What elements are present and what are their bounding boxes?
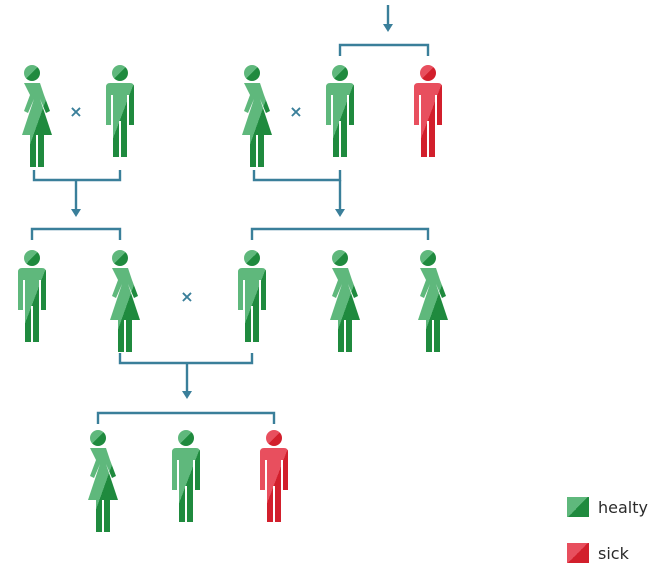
body <box>110 268 140 352</box>
body <box>414 83 442 157</box>
body <box>260 448 288 522</box>
gen2-person-3 <box>238 250 266 342</box>
head <box>420 250 436 266</box>
head <box>112 250 128 266</box>
body <box>418 268 448 352</box>
gen2-person-5 <box>418 250 448 352</box>
body <box>330 268 360 352</box>
cross-gen1-left: × <box>69 102 82 121</box>
arrow-top <box>383 5 393 32</box>
head <box>178 430 194 446</box>
healthy-swatch-icon <box>567 497 589 517</box>
people-figures <box>18 65 448 532</box>
bracket-gen2-left <box>30 227 122 240</box>
body <box>172 448 200 522</box>
arrow-gen2 <box>182 363 192 399</box>
arrow-gen1-left <box>71 180 81 217</box>
body <box>18 268 46 342</box>
body <box>22 83 52 167</box>
gen2-person-1 <box>18 250 46 342</box>
bracket-gen2-couple <box>118 353 254 365</box>
gen1-left-person-2 <box>106 65 134 157</box>
gen1-right-person-2 <box>326 65 354 157</box>
bracket-gen1-left <box>32 170 122 182</box>
bracket-gen3 <box>96 411 276 424</box>
legend-item-healthy: healty <box>567 497 648 517</box>
gen3-person-2 <box>172 430 200 522</box>
legend-item-sick: sick <box>567 543 629 563</box>
legend-label-healthy: healty <box>598 497 648 517</box>
gen1-right-person-1 <box>242 65 272 167</box>
bracket-gen2-right <box>250 227 430 240</box>
bracket-gen1-right <box>252 170 342 182</box>
head <box>332 250 348 266</box>
legend-label-sick: sick <box>598 543 629 563</box>
cross-gen1-right: × <box>289 102 302 121</box>
head <box>112 65 128 81</box>
arrow-gen1-right <box>335 180 345 217</box>
head <box>332 65 348 81</box>
gen2-person-2 <box>110 250 140 352</box>
head <box>24 65 40 81</box>
head <box>244 250 260 266</box>
sick-swatch-icon <box>567 543 589 563</box>
body <box>326 83 354 157</box>
gen3-person-3 <box>260 430 288 522</box>
gen1-right-person-3 <box>414 65 442 157</box>
body <box>88 448 118 532</box>
head <box>244 65 260 81</box>
cross-gen2: × <box>180 287 193 306</box>
head <box>420 65 436 81</box>
head <box>266 430 282 446</box>
gen2-person-4 <box>330 250 360 352</box>
cross-marks: × × × <box>69 102 302 306</box>
head <box>90 430 106 446</box>
connector-lines <box>30 5 430 424</box>
body <box>242 83 272 167</box>
head <box>24 250 40 266</box>
gen3-person-1 <box>88 430 118 532</box>
body <box>106 83 134 157</box>
body <box>238 268 266 342</box>
gen1-left-person-1 <box>22 65 52 167</box>
bracket-top-siblings <box>338 43 430 56</box>
